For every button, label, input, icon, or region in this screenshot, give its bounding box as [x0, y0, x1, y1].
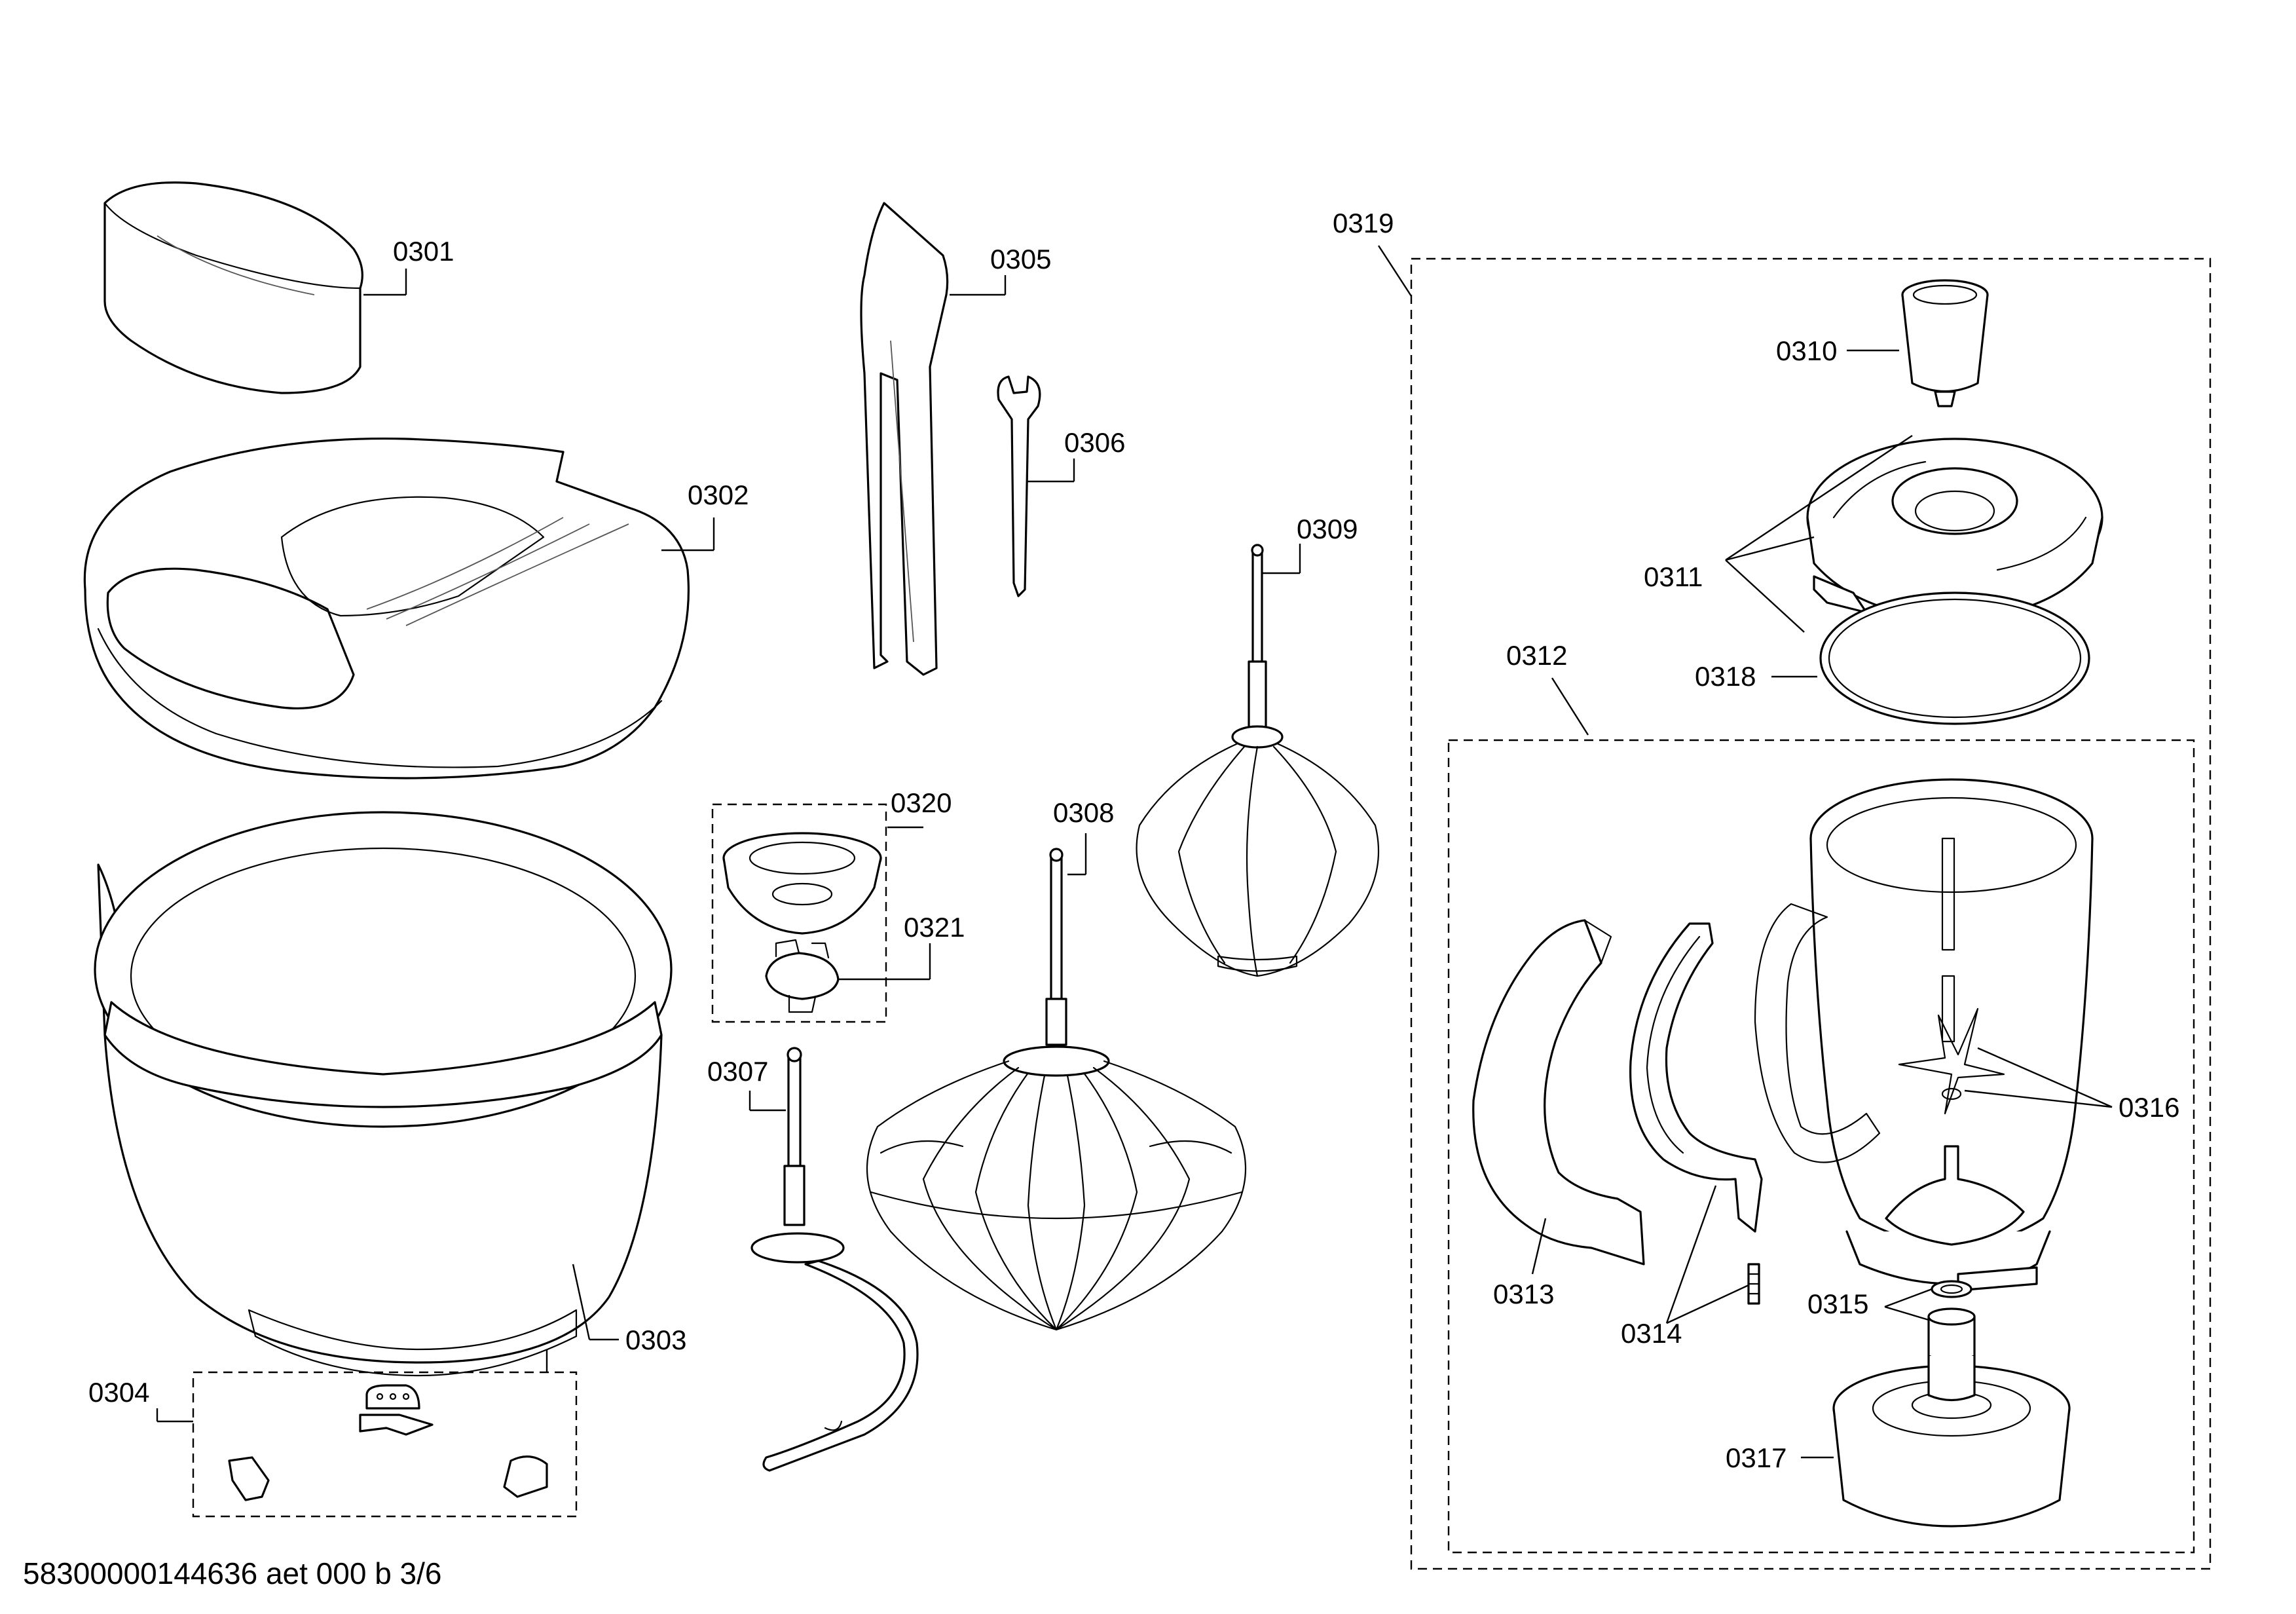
- callout-0304: 0304: [88, 1377, 149, 1408]
- group-0304-box: [192, 1371, 578, 1518]
- callout-0302: 0302: [688, 479, 749, 510]
- group-0312-box: [1447, 739, 2195, 1554]
- callout-0313: 0313: [1493, 1279, 1554, 1309]
- part-0314-switch-arm: [1629, 922, 1763, 1305]
- callout-0321: 0321: [904, 912, 965, 943]
- callout-0311: 0311: [1644, 561, 1703, 592]
- callout-0301: 0301: [393, 236, 454, 267]
- callout-0316: 0316: [2119, 1092, 2179, 1123]
- part-0308-balloon-whisk: [866, 848, 1247, 1331]
- part-0307-kneading-hook: [750, 1047, 919, 1472]
- leader-0314a: [1665, 1185, 1717, 1324]
- leader-0316a: [1977, 1047, 2113, 1108]
- leader-0315a: [1884, 1288, 1933, 1308]
- part-0311-blender-lid: [1806, 438, 2103, 620]
- callout-0312: 0312: [1506, 640, 1567, 671]
- callout-0307: 0307: [707, 1056, 768, 1087]
- part-0305-spatula: [860, 202, 949, 676]
- part-0303-mixing-bowl: [94, 811, 673, 1377]
- part-0318-seal-ring: [1819, 591, 2090, 725]
- callout-0305: 0305: [990, 244, 1051, 274]
- callout-0314: 0314: [1621, 1318, 1682, 1349]
- part-0315-seal-hub: [1927, 1280, 1976, 1362]
- callout-0315: 0315: [1807, 1288, 1868, 1319]
- callout-0303: 0303: [625, 1324, 686, 1355]
- part-0312-blender-jar: [1754, 778, 2094, 1292]
- callout-0317: 0317: [1726, 1442, 1787, 1473]
- callout-0308: 0308: [1053, 797, 1114, 828]
- leader-0311a: [1725, 435, 1913, 561]
- part-0304-small-clips: [228, 1384, 548, 1501]
- callout-0310: 0310: [1776, 335, 1837, 366]
- part-0302-bowl-lid: [83, 438, 690, 779]
- leader-0313: [1531, 1218, 1547, 1275]
- leader-0303: [572, 1264, 591, 1340]
- part-0317-blender-base: [1832, 1355, 2071, 1528]
- callout-0318: 0318: [1695, 661, 1756, 692]
- group-0319-box: [1410, 257, 2212, 1570]
- part-0310-measuring-cup: [1901, 279, 1989, 407]
- callout-0320: 0320: [891, 787, 952, 818]
- drawing-reference-code: 58300000144636 aet 000 b 3/6: [23, 1556, 442, 1590]
- leader-0312: [1551, 677, 1589, 736]
- part-0309-beater: [1136, 544, 1380, 977]
- callout-0309: 0309: [1297, 514, 1358, 544]
- callout-0319: 0319: [1333, 208, 1394, 238]
- callout-0306: 0306: [1064, 427, 1125, 458]
- part-0321-coupling: [765, 939, 840, 1013]
- part-0313-handle-cover: [1472, 919, 1645, 1266]
- part-0301-pouring-shield: [103, 181, 363, 394]
- leader-0319: [1377, 245, 1413, 297]
- part-0320-drive-cap: [722, 832, 882, 935]
- part-0306-wrench: [997, 375, 1041, 597]
